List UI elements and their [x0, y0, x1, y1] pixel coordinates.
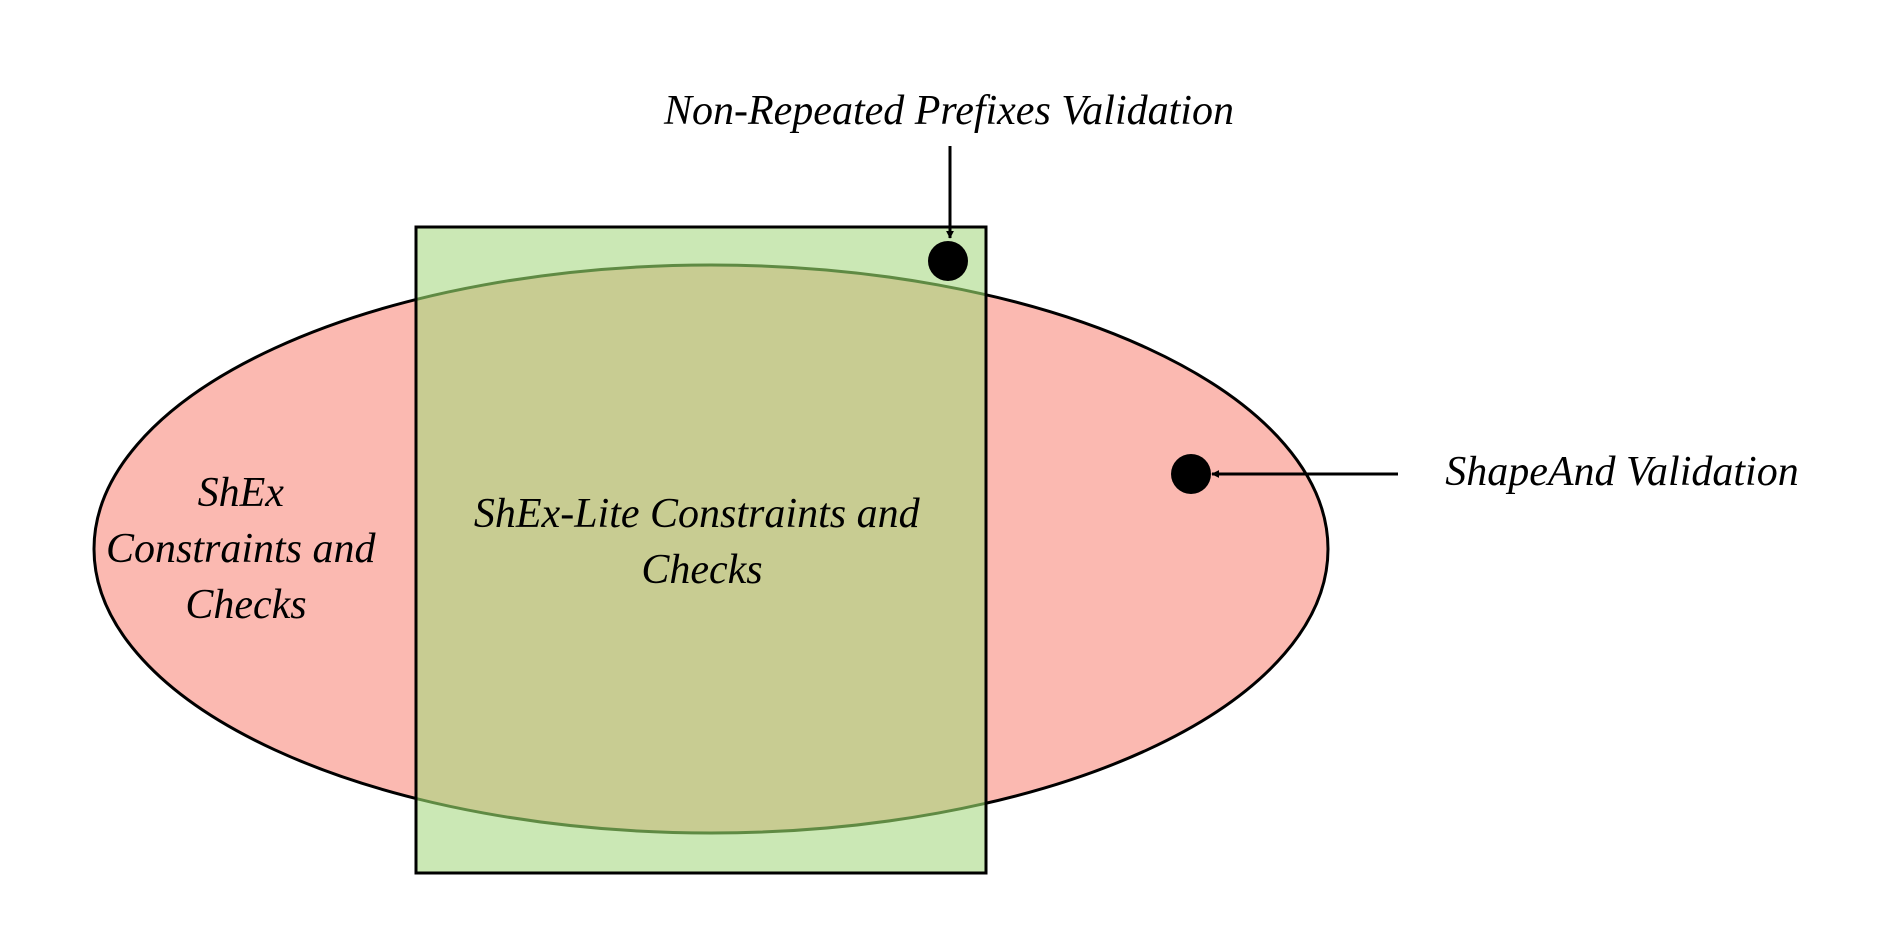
shape-and-point [1171, 454, 1211, 494]
shape-and-label: ShapeAnd Validation [1445, 449, 1798, 495]
shex-lite-label: ShEx-Lite Constraints and Checks [474, 491, 930, 593]
overlap-region [416, 263, 986, 835]
non-repeated-prefixes-point [928, 241, 968, 281]
non-repeated-prefixes-label: Non-Repeated Prefixes Validation [663, 88, 1234, 134]
shex-lite-rectangle-outline [414, 225, 988, 875]
shex-label: ShEx Constraints and Checks [106, 470, 386, 628]
